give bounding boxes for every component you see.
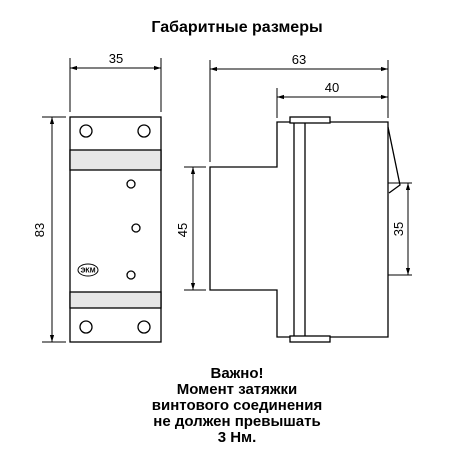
side-mid-height-label: 45	[175, 223, 190, 237]
front-body	[69, 116, 162, 343]
front-top-band	[69, 149, 162, 171]
front-bottom-band	[69, 291, 162, 309]
din-rail-latch	[387, 126, 401, 194]
note-line-1: Важно!	[210, 365, 264, 382]
terminal-screw-bottom-left	[79, 320, 93, 334]
terminal-screw-top-left	[79, 124, 93, 138]
front-height-label: 83	[32, 223, 47, 237]
note-line-4: не должен превышать	[153, 413, 321, 430]
side-mid-height-dimension	[184, 166, 206, 291]
side-bottom-clip	[289, 335, 331, 343]
page-title: Габаритные размеры	[151, 19, 323, 36]
note-line-5: 3 Нм.	[217, 429, 257, 446]
front-width-dimension	[69, 58, 162, 112]
brand-logo	[77, 263, 99, 277]
side-width-label: 63	[292, 52, 306, 67]
front-view	[69, 116, 162, 343]
brand-logo-text: ЭКМ	[80, 268, 95, 275]
note-line-2: Момент затяжки	[176, 381, 298, 398]
side-body-outline	[209, 121, 389, 338]
indicator-dot-3	[126, 270, 136, 280]
side-depth-dimension	[276, 88, 388, 118]
indicator-dot-1	[126, 179, 136, 189]
note-line-3: винтового соединения	[151, 397, 323, 414]
side-view	[209, 116, 412, 343]
side-depth-label: 40	[325, 80, 339, 95]
terminal-screw-top-right	[137, 124, 151, 138]
front-width-label: 35	[109, 51, 123, 66]
front-height-dimension	[42, 116, 66, 343]
side-top-clip	[289, 116, 331, 124]
side-width-dimension	[209, 60, 389, 162]
indicator-dot-2	[131, 223, 141, 233]
rail-height-label: 35	[391, 222, 406, 236]
terminal-screw-bottom-right	[137, 320, 151, 334]
